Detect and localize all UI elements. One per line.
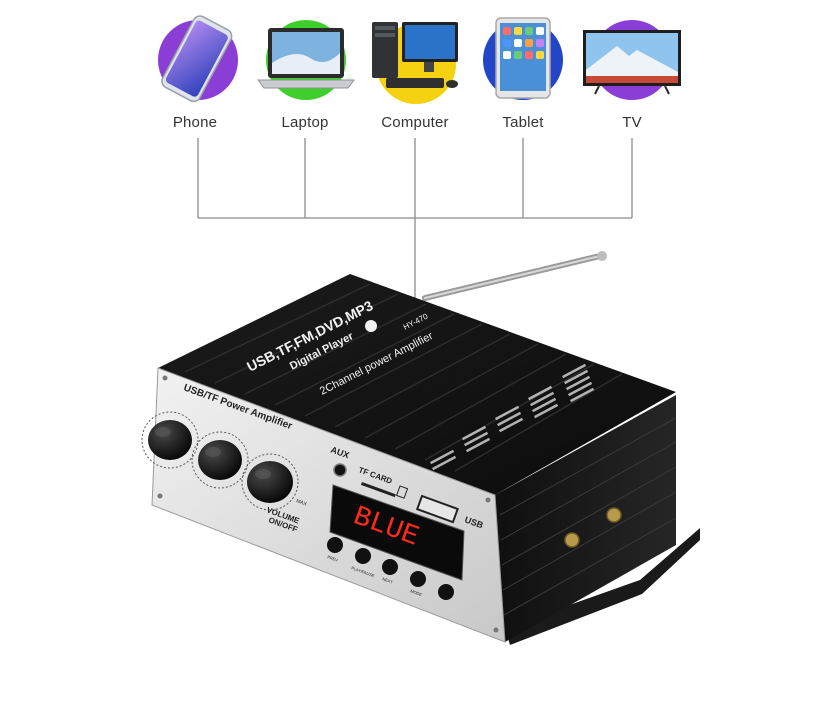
smartphone-icon — [158, 15, 238, 103]
tv-icon — [583, 20, 681, 100]
usb-port[interactable] — [415, 494, 459, 524]
next-button[interactable] — [382, 559, 398, 575]
bass-knob[interactable] — [148, 420, 192, 460]
tf-card-slot[interactable] — [360, 482, 396, 498]
max-label: MAX — [295, 498, 308, 508]
device-label-tv: TV — [622, 114, 642, 131]
mode-button[interactable] — [410, 571, 426, 587]
button-label-prev: PREV — [327, 554, 339, 563]
speaker-terminal-icon — [564, 532, 580, 548]
button-label-next: NEXT — [382, 576, 394, 585]
sd-card-icon — [395, 485, 409, 499]
speaker-terminal-icon — [606, 507, 622, 523]
desktop-computer-icon — [372, 22, 458, 104]
aux-jack[interactable] — [333, 463, 347, 477]
device-computer: Computer — [360, 8, 470, 138]
device-label-phone: Phone — [172, 114, 218, 131]
mount-foot — [505, 528, 700, 645]
laptop-icon — [257, 20, 355, 100]
device-tv: TV — [577, 8, 687, 138]
antenna — [422, 251, 607, 301]
device-label-computer: Computer — [381, 114, 449, 131]
tablet-icon — [483, 17, 563, 100]
ir-sensor — [438, 584, 454, 600]
treble-knob[interactable] — [198, 440, 242, 480]
play-pause-button[interactable] — [355, 548, 371, 564]
top-surface — [158, 274, 676, 495]
device-label-laptop: Laptop — [281, 114, 329, 131]
volume-knob[interactable] — [247, 461, 293, 503]
prev-button[interactable] — [327, 537, 343, 553]
device-laptop: Laptop — [250, 8, 360, 138]
device-phone: Phone — [140, 8, 250, 138]
device-tablet: Tablet — [468, 8, 578, 138]
bluetooth-icon — [365, 320, 377, 332]
button-label-mode: MODE — [410, 588, 423, 597]
device-label-tablet: Tablet — [502, 114, 544, 131]
equalizer-graphic — [429, 363, 595, 471]
